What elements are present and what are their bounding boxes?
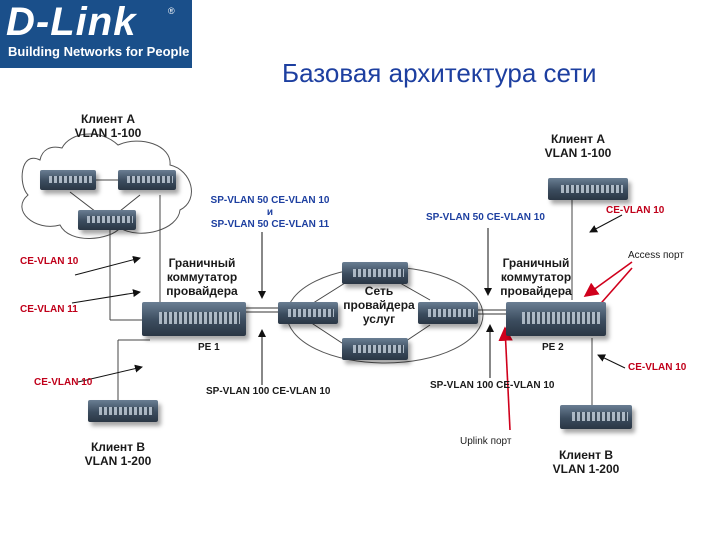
logo-tagline: Building Networks for People [8, 44, 190, 59]
provider-network-line-2: провайдера [343, 298, 415, 312]
edge-switch-right-line-1: Граничный [502, 256, 570, 270]
edge-switch-left-label: Граничный коммутатор провайдера [162, 256, 242, 298]
provider-network-line-1: Сеть [364, 284, 394, 298]
page-title: Базовая архитектура сети [282, 58, 597, 88]
client-a-left-switch-1 [40, 170, 96, 190]
provider-network-label: Сеть провайдера услуг [340, 284, 418, 326]
client-b-left-name: Клиент В [90, 440, 146, 454]
sp-vlan-bottom-left-label: SP-VLAN 100 CE-VLAN 10 [206, 386, 331, 397]
client-a-left-switch-3 [78, 210, 136, 230]
client-b-right-vlan: VLAN 1-200 [552, 462, 620, 476]
pe1-label: PE 1 [198, 342, 220, 353]
sp-vlan-top-left-line-2: и [266, 207, 274, 218]
provider-switch-right [418, 302, 478, 324]
edge-switch-right-line-3: провайдера [500, 284, 572, 298]
client-b-right-label: Клиент В VLAN 1-200 [546, 448, 626, 476]
logo-registered-mark: ® [168, 6, 175, 16]
client-a-left-name: Клиент А [80, 112, 136, 126]
sp-vlan-top-left-label: SP-VLAN 50 CE-VLAN 10 и SP-VLAN 50 CE-VL… [205, 195, 335, 231]
sp-vlan-top-left-line-1: SP-VLAN 50 CE-VLAN 10 [210, 195, 330, 206]
client-a-right-vlan: VLAN 1-100 [544, 146, 612, 160]
provider-network-line-3: услуг [362, 312, 396, 326]
sp-vlan-bottom-right-label: SP-VLAN 100 CE-VLAN 10 [430, 380, 555, 391]
client-b-left-vlan: VLAN 1-200 [84, 454, 152, 468]
ce-vlan-left-1-label: CE-VLAN 10 [20, 256, 79, 267]
ce-vlan-right-1-label: CE-VLAN 10 [606, 205, 665, 216]
client-b-right-switch [560, 405, 632, 429]
ce-vlan-right-2-label: CE-VLAN 10 [628, 362, 687, 373]
provider-switch-bottom [342, 338, 408, 360]
uplink-port-label: Uplink порт [460, 436, 512, 447]
edge-switch-right-line-2: коммутатор [500, 270, 572, 284]
logo-text: D-Link [6, 0, 137, 44]
provider-switch-left [278, 302, 338, 324]
provider-switch-top [342, 262, 408, 284]
access-port-label: Access порт [628, 250, 684, 261]
ce-vlan-left-3-label: CE-VLAN 10 [34, 377, 93, 388]
edge-switch-left-line-3: провайдера [166, 284, 238, 298]
client-b-left-label: Клиент В VLAN 1-200 [78, 440, 158, 468]
pe1-switch [142, 302, 246, 336]
edge-switch-right-label: Граничный коммутатор провайдера [494, 256, 578, 298]
ce-vlan-left-2-label: CE-VLAN 11 [20, 304, 78, 315]
client-a-left-vlan: VLAN 1-100 [74, 126, 142, 140]
client-a-left-switch-2 [118, 170, 176, 190]
edge-switch-left-line-1: Граничный [168, 256, 236, 270]
pe2-switch [506, 302, 606, 336]
edge-switch-left-line-2: коммутатор [166, 270, 238, 284]
client-a-cloud [21, 133, 192, 239]
sp-vlan-top-left-line-3: SP-VLAN 50 CE-VLAN 11 [210, 219, 330, 230]
client-a-left-label: Клиент А VLAN 1-100 [68, 112, 148, 140]
client-a-right-label: Клиент А VLAN 1-100 [538, 132, 618, 160]
dlink-logo: D-Link ® Building Networks for People [0, 0, 192, 68]
client-a-right-switch [548, 178, 628, 200]
client-a-right-name: Клиент А [550, 132, 606, 146]
pe2-label: PE 2 [542, 342, 564, 353]
header: D-Link ® Building Networks for People Ба… [0, 0, 720, 92]
client-b-left-switch [88, 400, 158, 422]
sp-vlan-top-right-label: SP-VLAN 50 CE-VLAN 10 [426, 212, 545, 223]
client-b-right-name: Клиент В [558, 448, 614, 462]
